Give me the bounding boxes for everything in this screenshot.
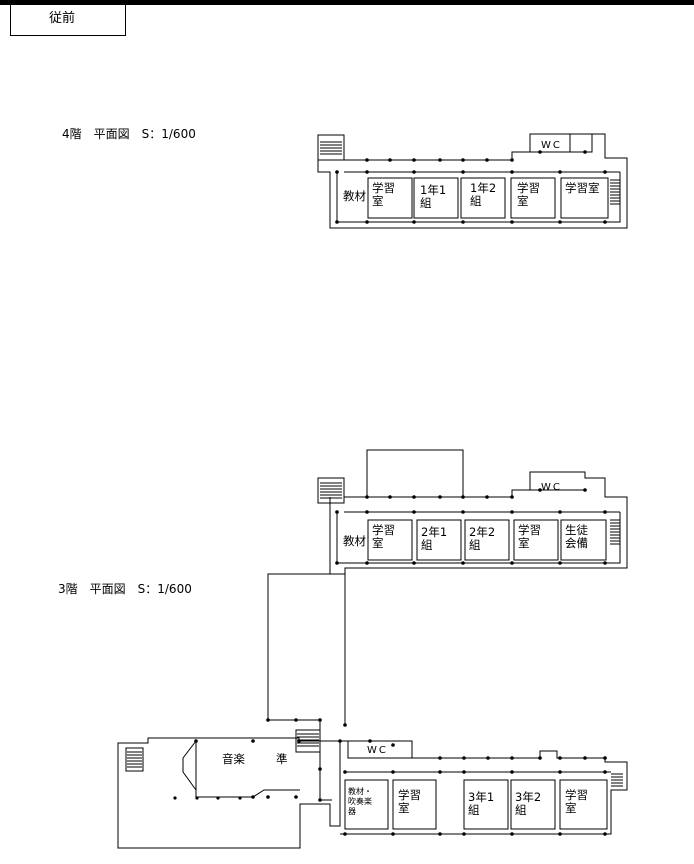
room-f3-study1: 学習 室 (372, 523, 395, 550)
room-f3-prep: 準 (276, 752, 288, 766)
tab-before[interactable]: 従前 (10, 5, 126, 36)
room-f4-study2: 学習 室 (517, 181, 540, 208)
floor3-caption: 3階 平面図 S：1/600 (58, 582, 192, 596)
room-f3-class3: 3年1 組 (468, 790, 495, 817)
room-f4-class1: 1年1 組 (420, 183, 447, 210)
room-f4-wc: WC (541, 140, 562, 151)
room-f4-study1: 学習 室 (372, 181, 395, 208)
floor3-upper-plan (267, 449, 628, 725)
floor4-caption: 4階 平面図 S：1/600 (62, 127, 196, 141)
top-border (0, 0, 694, 5)
room-f3-study4: 学習 室 (565, 788, 588, 815)
room-f3-wc: WC (541, 482, 562, 493)
room-f3-wc2: WC (367, 745, 388, 756)
room-f4-class2: 1年2 組 (470, 181, 497, 208)
column-dots (173, 150, 607, 836)
room-f3-council: 生徒 会備 (565, 523, 588, 550)
floor4-plan (317, 133, 628, 229)
room-f3-storage: 教材 (343, 534, 366, 548)
room-f4-study3: 学習室 (565, 181, 600, 195)
room-f3-band: 教材・ 吹奏楽 器 (348, 787, 372, 816)
room-f3-class2: 2年2 組 (469, 525, 496, 552)
room-f3-class1: 2年1 組 (421, 525, 448, 552)
room-f3-music: 音楽 (222, 752, 245, 766)
room-f3-study3: 学習 室 (398, 788, 421, 815)
room-f4-storage: 教材 (343, 189, 366, 203)
floor3-lower-plan (117, 719, 628, 849)
room-f3-study2: 学習 室 (518, 523, 541, 550)
room-f3-class4: 3年2 組 (515, 790, 542, 817)
